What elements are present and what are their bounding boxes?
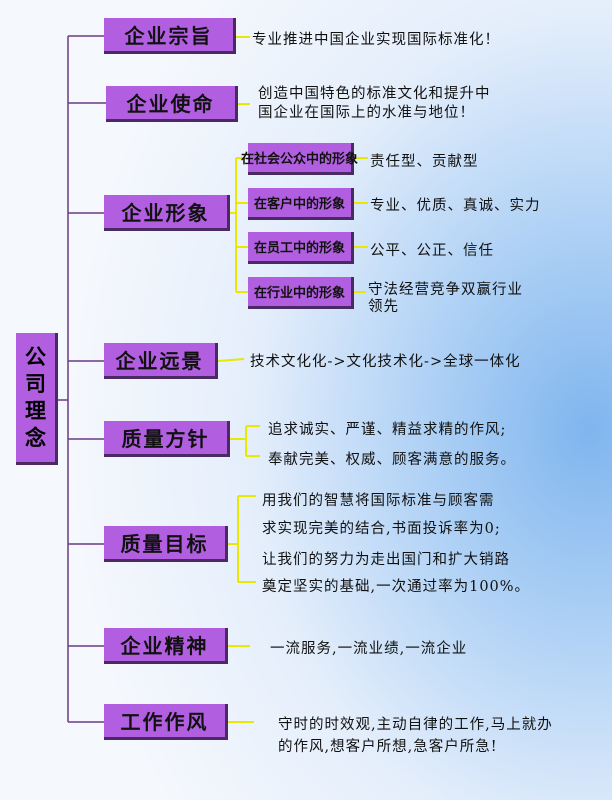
root-char: 理: [25, 398, 46, 423]
root-char: 念: [25, 425, 46, 450]
image-customer-text: 专业、优质、真诚、实力: [370, 198, 541, 214]
quality-goal-line: 求实现完美的结合,书面投诉率为0;: [262, 521, 501, 537]
quality-policy-line: 奉献完美、权威、顾客满意的服务。: [268, 452, 516, 468]
image-public-text: 责任型、贡献型: [370, 154, 479, 170]
work-style-box: 工作作风: [104, 704, 228, 740]
image-box: 企业形象: [104, 195, 230, 231]
vision-text: 技术文化化->文化技术化->全球一体化: [250, 354, 521, 370]
vision-box: 企业远景: [104, 343, 218, 379]
work-style-line: 守时的时效观,主动自律的工作,马上就办: [278, 717, 553, 733]
root-char: 公: [25, 344, 46, 369]
image-industry-box: 在行业中的形象: [248, 277, 354, 309]
mission-box: 企业使命: [106, 86, 238, 122]
work-style-line: 的作风,想客户所想,急客户所急!: [278, 739, 498, 755]
mission-text-line: 创造中国特色的标准文化和提升中: [258, 86, 491, 102]
quality-goal-line: 让我们的努力为走出国门和扩大销路: [262, 552, 510, 568]
root-company-philosophy: 公 司 理 念: [16, 333, 58, 465]
mission-statement-box: 企业宗旨: [104, 18, 236, 54]
spirit-box: 企业精神: [104, 628, 228, 664]
image-industry-text-line: 守法经营竞争双赢行业: [368, 282, 523, 298]
quality-policy-box: 质量方针: [104, 421, 230, 457]
quality-goal-line: 奠定坚实的基础,一次通过率为100%。: [262, 579, 531, 595]
image-industry-text-line: 领先: [368, 299, 399, 315]
mission-statement-text: 专业推进中国企业实现国际标准化！: [252, 32, 500, 48]
quality-goal-line: 用我们的智慧将国际标准与顾客需: [262, 493, 495, 509]
image-public-box: 在社会公众中的形象: [241, 143, 358, 175]
image-customer-box: 在客户中的形象: [248, 188, 354, 220]
mission-text-line: 国企业在国际上的水准与地位！: [258, 105, 475, 121]
quality-goal-box: 质量目标: [104, 526, 228, 562]
quality-policy-line: 追求诚实、严谨、精益求精的作风;: [268, 422, 507, 438]
root-char: 司: [25, 371, 46, 396]
leaf-branches: [217, 36, 368, 723]
spirit-text: 一流服务,一流业绩,一流企业: [270, 641, 468, 657]
root-branches: [58, 35, 106, 723]
image-employee-box: 在员工中的形象: [248, 232, 354, 264]
image-employee-text: 公平、公正、信任: [370, 243, 494, 259]
